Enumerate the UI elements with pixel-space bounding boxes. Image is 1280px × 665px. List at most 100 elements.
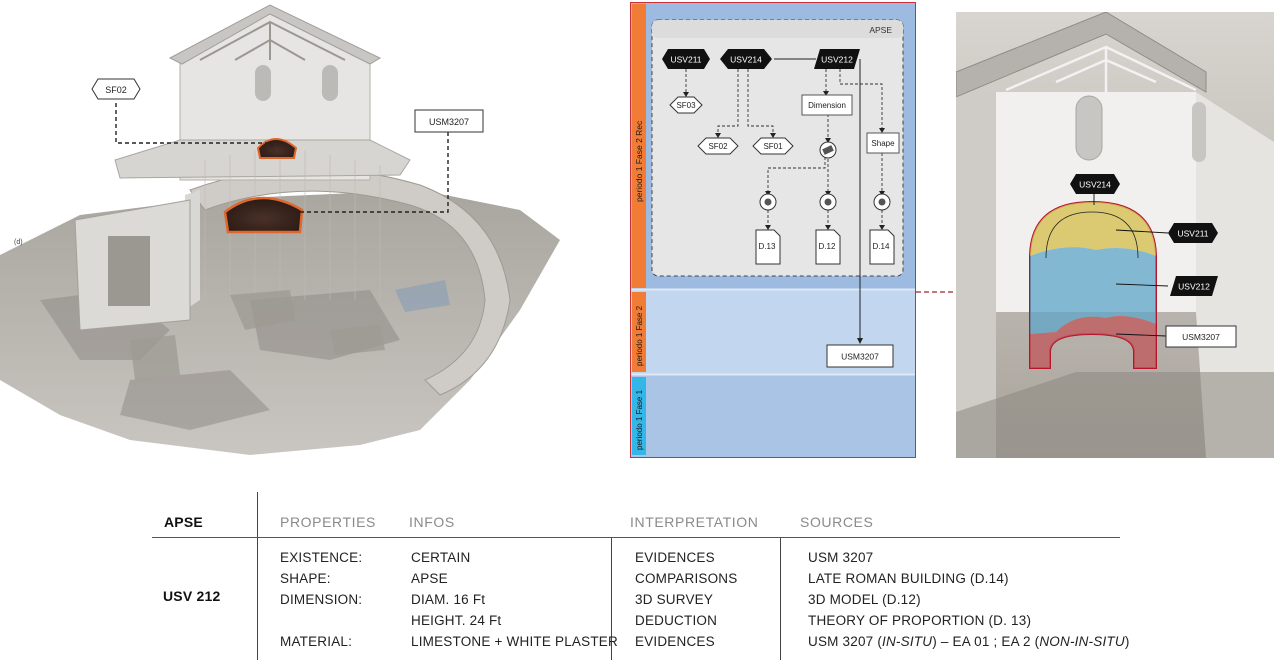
- source-shape: LATE ROMAN BUILDING (D.14): [808, 571, 1009, 586]
- leader-usm3207: [300, 132, 449, 213]
- right-side-wall: [1196, 92, 1274, 458]
- node-usv212-label: USV212: [821, 55, 853, 65]
- blue-tarp: [395, 280, 450, 312]
- band-rec-label: periodo 1 Fase 2 Rec: [634, 120, 644, 202]
- left-3d-model-view: SF02 USM3207 (d): [0, 4, 560, 455]
- header-infos: INFOS: [409, 514, 455, 530]
- node-shape-label: Shape: [871, 139, 895, 148]
- right-left-wall: [956, 92, 996, 458]
- right-3d-reconstruction-view: USV214 USV211 USV212 USM3207: [956, 12, 1274, 458]
- right-window: [1075, 95, 1103, 161]
- node-usv214-label: USV214: [730, 55, 762, 65]
- tower-roof: [168, 4, 382, 65]
- interp-dimension: 3D SURVEY: [635, 592, 714, 607]
- apse-group-label: APSE: [869, 25, 892, 35]
- arrow-d14: [879, 225, 885, 230]
- info-shape: APSE: [411, 571, 448, 586]
- r-usv212-text: USV212: [1178, 282, 1210, 292]
- node-shape-shape: [866, 132, 900, 154]
- source-material-part-5: ): [1124, 634, 1130, 649]
- apse-layer-usv211: [1030, 202, 1156, 258]
- interp-shape: COMPARISONS: [635, 571, 738, 586]
- node-usv214-shape: [720, 49, 772, 69]
- node-sf03-label: SF03: [676, 101, 696, 110]
- r-usv214-tag: [1070, 174, 1120, 194]
- arrow-sf03: [683, 92, 689, 97]
- node-sf01-shape: [752, 137, 794, 155]
- node-usv211-shape: [662, 49, 710, 69]
- arrow-d13: [765, 225, 771, 230]
- info-diameter: DIAM. 16 Ft: [411, 592, 486, 607]
- info-height: HEIGHT. 24 Ft: [411, 613, 502, 628]
- arrow-usm3207: [857, 338, 863, 344]
- doc-d14-shape: [869, 229, 895, 265]
- r-usv211-text: USV211: [1177, 229, 1208, 239]
- sf02-tag-shape: [91, 78, 141, 100]
- node-usv211-label: USV211: [670, 55, 701, 65]
- tower-window-1: [255, 65, 271, 101]
- foundation-blocks: [130, 290, 385, 380]
- prop-dimension: DIMENSION:: [280, 592, 363, 607]
- arrow-d12: [825, 225, 831, 230]
- sf02-tag-text: SF02: [105, 85, 127, 95]
- info-material: LIMESTONE + WHITE PLASTER: [411, 634, 618, 649]
- divider-interpretation: [611, 538, 612, 660]
- divider-sources: [780, 538, 781, 660]
- doc-d14-label: D.14: [873, 242, 890, 251]
- right-ground: [956, 372, 1274, 458]
- arrow-sf02: [715, 133, 721, 138]
- node-dimension-shape: [801, 94, 853, 116]
- prop-existence: EXISTENCE:: [280, 550, 363, 565]
- r-usv211-tag: [1168, 223, 1218, 243]
- header-properties: PROPERTIES: [280, 514, 376, 530]
- r-usv212-tag: [1170, 276, 1218, 296]
- arrow-dimension: [823, 91, 829, 96]
- interp-existence: EVIDENCES: [635, 550, 715, 565]
- node-sf03-shape: [669, 96, 703, 114]
- divider-title: [257, 492, 258, 660]
- apse-wall-ring: [189, 168, 511, 396]
- leader-sf02: [115, 103, 273, 150]
- doc-d12-label: D.12: [819, 242, 836, 251]
- info-existence: CERTAIN: [411, 550, 471, 565]
- edge-usv214-sf02: [717, 69, 739, 134]
- band-fase1-tab: [632, 377, 646, 455]
- interp-material: EVIDENCES: [635, 634, 715, 649]
- node-sf02-label: SF02: [708, 142, 728, 151]
- combiner-node-inner: [822, 145, 834, 155]
- apse-group-header: [652, 20, 903, 38]
- node-dimension-label: Dimension: [808, 101, 846, 110]
- doc-d13-shape: [755, 229, 781, 265]
- r-usm3207-tag: [1165, 325, 1237, 348]
- side-doorway: [108, 236, 150, 306]
- source-dimension: 3D MODEL (D.12): [808, 592, 921, 607]
- arrow-sf01: [770, 133, 776, 138]
- source-material-in-situ: IN-SITU: [882, 634, 933, 649]
- sf02-highlight: [256, 138, 298, 159]
- source-material-non-in-situ: NON-IN-SITU: [1039, 634, 1125, 649]
- usm3207-highlight: [223, 196, 304, 234]
- band-fase2-label: periodo 1 Fase 2: [635, 305, 644, 366]
- extractor-2-dot: [824, 198, 832, 206]
- right-roof: [956, 12, 1207, 98]
- source-material-part-3: ) – EA 01 ; EA 2 (: [932, 634, 1040, 649]
- source-material-part-1: USM 3207 (: [808, 634, 883, 649]
- node-sf02-shape: [697, 137, 739, 155]
- edge-usv214-sf01: [747, 69, 774, 134]
- arrow-shape: [879, 128, 885, 133]
- source-height: THEORY OF PROPORTION (D. 13): [808, 613, 1032, 628]
- node-usm3207-shape: [826, 344, 894, 368]
- usm3207-tag-shape: [414, 109, 484, 133]
- prop-material: MATERIAL:: [280, 634, 353, 649]
- edge-usv212-shape: [839, 69, 883, 129]
- edge-combiner-ext1: [767, 157, 826, 192]
- header-sources: SOURCES: [800, 514, 874, 530]
- header-interpretation: INTERPRETATION: [630, 514, 759, 530]
- apse-layer-usm3207: [1030, 316, 1156, 368]
- r-usm3207-text: USM3207: [1182, 332, 1220, 342]
- doc-d12-shape: [815, 229, 841, 265]
- corner-label: (d): [14, 239, 23, 246]
- usm3207-tag-text: USM3207: [429, 117, 469, 127]
- leader-r-usv212: [1115, 283, 1169, 287]
- band-fase1-label: periodo 1 Fase 1: [635, 389, 644, 450]
